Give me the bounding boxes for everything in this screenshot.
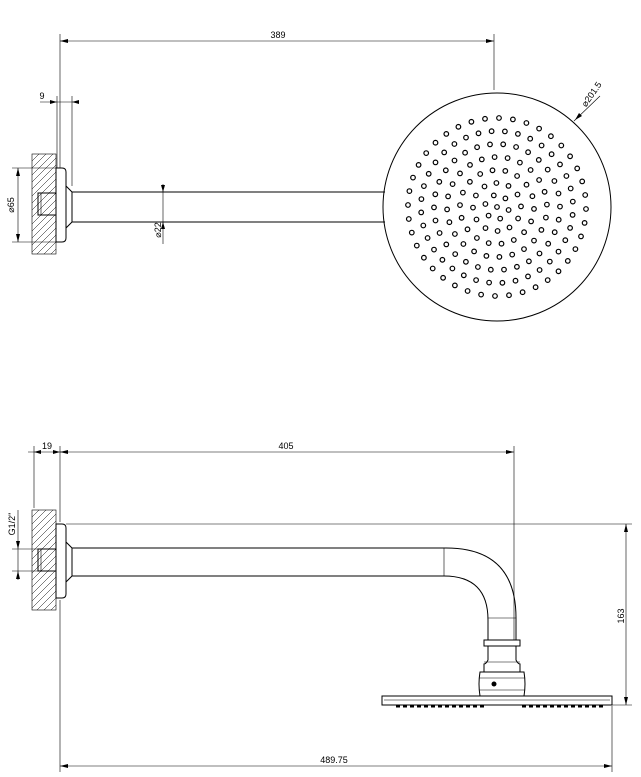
dimension-head-diameter-top: ⌀201.5 xyxy=(573,80,604,122)
dim-489-75-label: 489.75 xyxy=(320,755,348,765)
side-nozzles xyxy=(396,705,603,708)
dim-19-label: 19 xyxy=(42,441,52,451)
wall-section-top xyxy=(31,153,57,255)
dim-201-5-label: 201.5 xyxy=(583,80,604,104)
shower-nozzles xyxy=(405,115,589,299)
svg-text:⌀65: ⌀65 xyxy=(6,197,16,212)
shower-arm-side xyxy=(72,547,517,640)
wall-flange-side xyxy=(55,523,73,599)
dim-389-label: 389 xyxy=(270,30,285,40)
wall-hatching-side xyxy=(32,510,56,610)
dim-405-label: 405 xyxy=(278,441,293,451)
dimension-height-side: 163 xyxy=(66,523,632,706)
wall-flange-top xyxy=(55,167,73,243)
dim-9-label: 9 xyxy=(39,91,44,101)
top-view: 389 9 ⌀65 ⌀22 xyxy=(6,30,612,322)
dim-163-label: 163 xyxy=(616,608,626,623)
svg-text:⌀22: ⌀22 xyxy=(153,222,163,237)
side-view: 19 405 G1/2" 163 xyxy=(7,441,632,772)
ball-joint-side xyxy=(478,639,526,697)
shower-arm-top xyxy=(72,191,385,223)
dimension-arm-length-top: 389 xyxy=(59,30,495,168)
dim-thread-label: G1/2" xyxy=(7,513,17,536)
dim-65-label: 65 xyxy=(6,197,16,207)
dimension-arm-length-side: 405 xyxy=(60,441,515,640)
dimension-wall-depth-side: 19 xyxy=(28,441,66,522)
dimension-total-length-side: 489.75 xyxy=(59,600,613,772)
dimension-flange-diameter-top: ⌀65 xyxy=(6,167,56,243)
dimension-arm-diameter-top: ⌀22 xyxy=(153,184,165,244)
diameter-symbol-3: ⌀ xyxy=(579,98,591,109)
diameter-symbol: ⌀ xyxy=(6,207,16,213)
wall-section-side xyxy=(31,509,57,611)
dimension-thread-side: G1/2" xyxy=(7,510,38,580)
diameter-symbol-2: ⌀ xyxy=(153,232,163,238)
wall-hatching xyxy=(32,154,56,254)
dim-22-label: 22 xyxy=(153,222,163,232)
shower-head-top xyxy=(382,92,612,322)
dimension-flange-depth-top: 9 xyxy=(39,91,79,186)
shower-head-side xyxy=(381,695,613,708)
